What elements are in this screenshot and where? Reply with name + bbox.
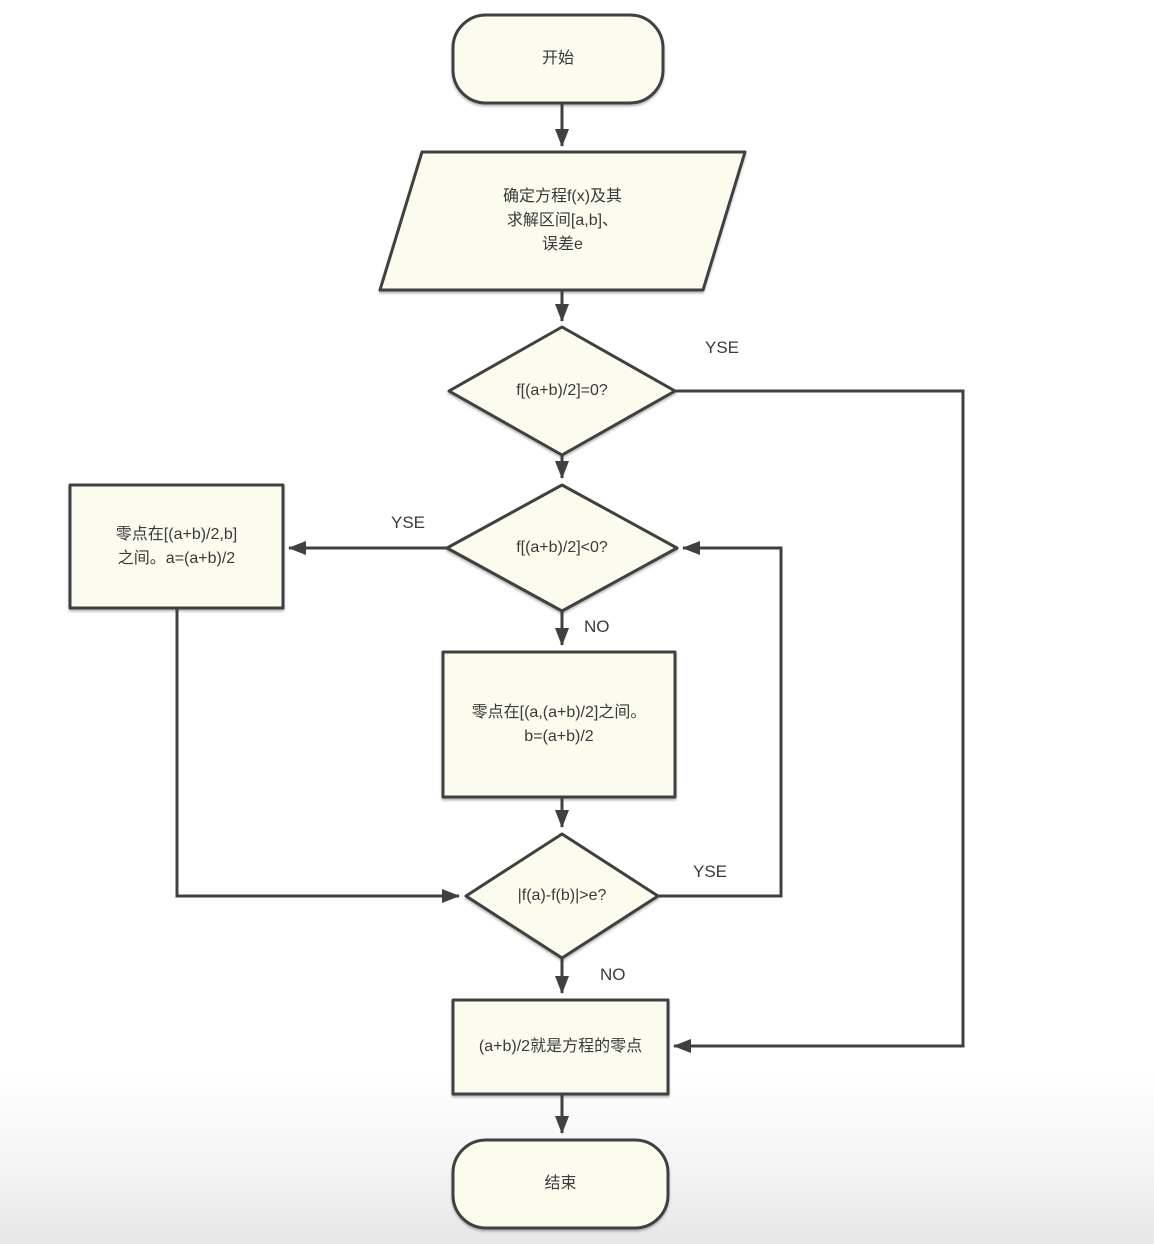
decision2-diamond-shape — [445, 483, 679, 613]
result-box-shape — [451, 998, 670, 1096]
edge-leftbox-to-decision3 — [175, 608, 460, 903]
left-box-shape — [68, 483, 285, 610]
shapes — [68, 13, 747, 1230]
edge-decision3-yse-loop — [658, 541, 783, 898]
edge-decision1-yse-to-result — [673, 389, 965, 1053]
decision3-diamond-shape — [464, 832, 660, 960]
end-terminal-shape — [451, 1138, 670, 1230]
mid-box-shape — [441, 650, 677, 799]
start-terminal-shape — [451, 13, 665, 105]
connectors — [175, 103, 965, 1134]
input-parallelogram-shape — [378, 150, 747, 292]
decision1-diamond-shape — [447, 325, 677, 457]
